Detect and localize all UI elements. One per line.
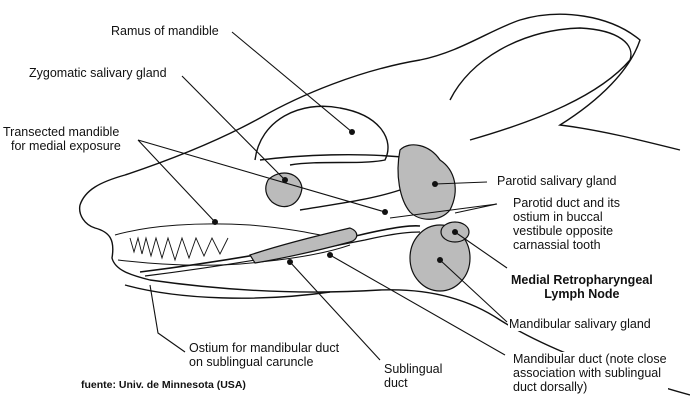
snout-outline [78, 204, 690, 396]
label-line: ostium in buccal [513, 210, 603, 224]
label-line: Lymph Node [544, 287, 620, 301]
label-sublingual-duct: Sublingual duct [383, 362, 444, 390]
label-line: on sublingual caruncle [189, 355, 314, 369]
ear-outline [449, 27, 632, 141]
parotid-salivary-gland [397, 144, 456, 220]
sublingual-gland [249, 227, 358, 264]
label-zygomatic-salivary-gland: Zygomatic salivary gland [28, 66, 168, 80]
label-line: duct dorsally) [513, 380, 588, 394]
jaw-outline [124, 284, 331, 299]
label-line: for medial exposure [11, 139, 121, 153]
label-line: Parotid duct and its [513, 196, 621, 210]
ramus-outline [254, 105, 389, 166]
label-line: carnassial tooth [513, 238, 601, 252]
label-line: Sublingual [384, 362, 443, 376]
label-mandibular-duct: Mandibular duct (note close association … [512, 352, 668, 394]
label-mandibular-salivary-gland: Mandibular salivary gland [508, 317, 652, 331]
label-line: duct [384, 376, 408, 390]
label-line: Ostium for mandibular duct [189, 341, 340, 355]
label-line: association with sublingual [513, 366, 662, 380]
source-credit: fuente: Univ. de Minnesota (USA) [80, 378, 247, 392]
label-parotid-duct: Parotid duct and its ostium in buccal ve… [512, 196, 622, 252]
teeth-row [114, 223, 346, 241]
label-line: Medial Retropharyngeal [511, 273, 653, 287]
label-ostium-mandibular-duct: Ostium for mandibular duct on sublingual… [188, 341, 341, 369]
parotid-duct [299, 189, 401, 211]
label-line: Mandibular duct (note close [513, 352, 667, 366]
label-line: vestibule opposite [513, 224, 614, 238]
label-ramus-of-mandible: Ramus of mandible [110, 24, 220, 38]
label-medial-retropharyngeal-lymph-node: Medial Retropharyngeal Lymph Node [510, 273, 654, 301]
head-outline [79, 13, 681, 206]
zygomatic-salivary-gland [265, 172, 303, 208]
label-parotid-salivary-gland: Parotid salivary gland [496, 174, 618, 188]
label-line: Transected mandible [3, 125, 120, 139]
label-transected-mandible: Transected mandible for medial exposure [2, 125, 122, 153]
